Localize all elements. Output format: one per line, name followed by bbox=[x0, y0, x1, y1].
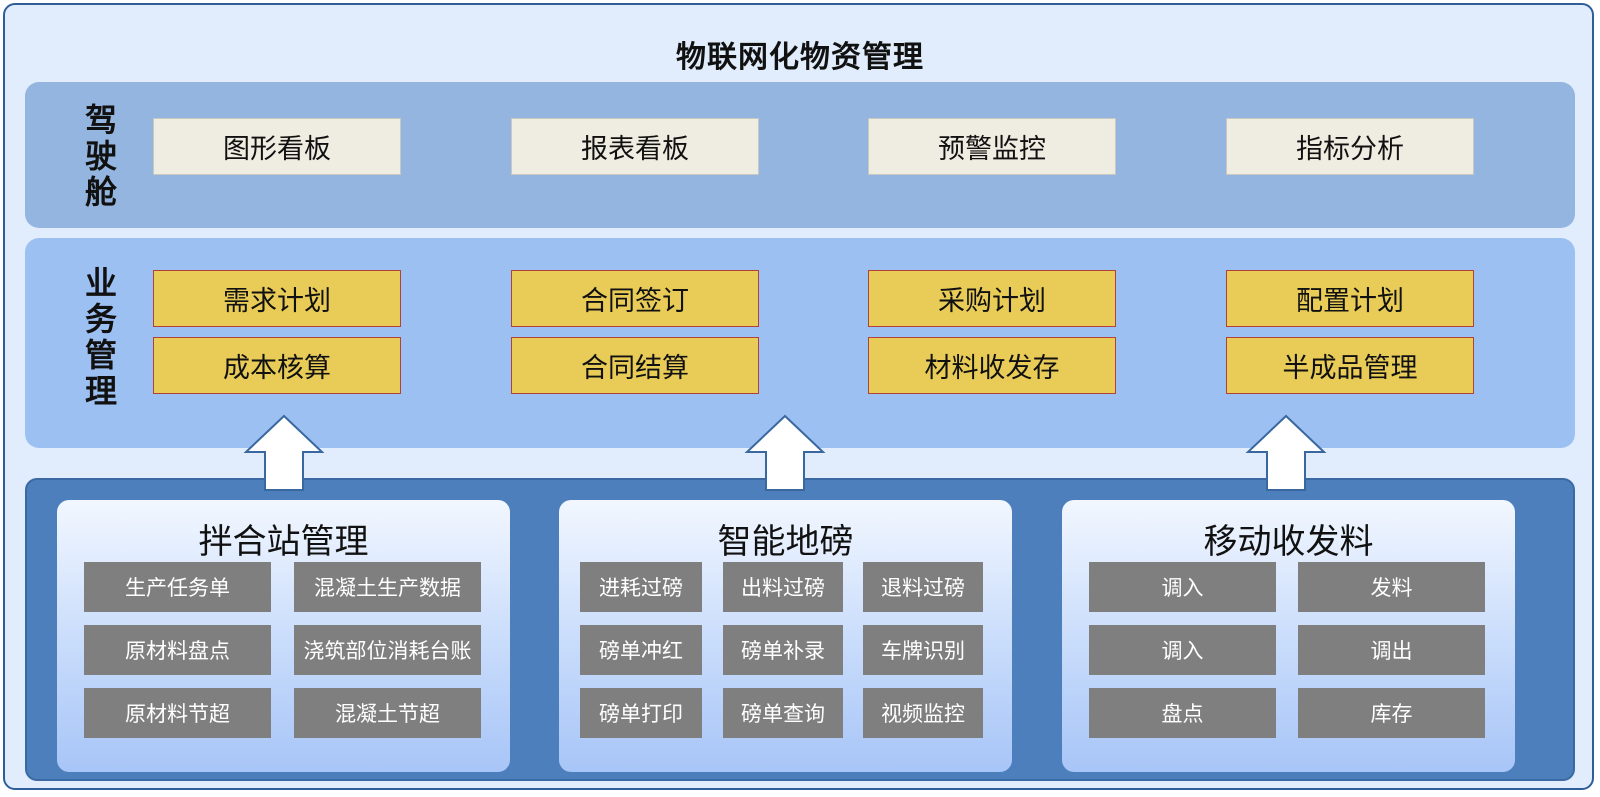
business-label: 业务管理 bbox=[80, 266, 118, 410]
module-item: 调出 bbox=[1298, 625, 1485, 675]
module-item: 车牌识别 bbox=[863, 625, 983, 675]
cockpit-item: 预警监控 bbox=[868, 118, 1116, 175]
module-item: 发料 bbox=[1298, 562, 1485, 612]
module-item: 浇筑部位消耗台账 bbox=[294, 625, 481, 675]
business-item: 需求计划 bbox=[153, 270, 401, 327]
cockpit-label: 驾驶舱 bbox=[80, 103, 118, 211]
module-item: 磅单打印 bbox=[580, 688, 702, 738]
module-item: 混凝土节超 bbox=[294, 688, 481, 738]
business-item: 配置计划 bbox=[1226, 270, 1474, 327]
module-item: 混凝土生产数据 bbox=[294, 562, 481, 612]
business-item: 合同签订 bbox=[511, 270, 759, 327]
module-title: 智能地磅 bbox=[717, 522, 854, 562]
module-title: 拌合站管理 bbox=[198, 522, 369, 562]
module-item: 磅单补录 bbox=[723, 625, 843, 675]
cockpit-item: 图形看板 bbox=[153, 118, 401, 175]
business-item: 合同结算 bbox=[511, 337, 759, 394]
cockpit-item: 报表看板 bbox=[511, 118, 759, 175]
module-item: 出料过磅 bbox=[723, 562, 843, 612]
module-item: 进耗过磅 bbox=[580, 562, 702, 612]
business-item: 成本核算 bbox=[153, 337, 401, 394]
up-arrow-icon bbox=[243, 414, 325, 491]
module-item: 退料过磅 bbox=[863, 562, 983, 612]
cockpit-item: 指标分析 bbox=[1226, 118, 1474, 175]
module-item: 原材料节超 bbox=[84, 688, 271, 738]
module-item: 磅单查询 bbox=[723, 688, 843, 738]
module-item: 视频监控 bbox=[863, 688, 983, 738]
up-arrow-icon bbox=[744, 414, 826, 491]
module-item: 盘点 bbox=[1089, 688, 1276, 738]
diagram-title: 物联网化物资管理 bbox=[676, 40, 924, 75]
module-item: 生产任务单 bbox=[84, 562, 271, 612]
module-item: 调入 bbox=[1089, 562, 1276, 612]
business-item: 半成品管理 bbox=[1226, 337, 1474, 394]
module-item: 原材料盘点 bbox=[84, 625, 271, 675]
module-item: 调入 bbox=[1089, 625, 1276, 675]
module-item: 库存 bbox=[1298, 688, 1485, 738]
business-item: 采购计划 bbox=[868, 270, 1116, 327]
business-item: 材料收发存 bbox=[868, 337, 1116, 394]
up-arrow-icon bbox=[1245, 414, 1327, 491]
module-item: 磅单冲红 bbox=[580, 625, 702, 675]
module-title: 移动收发料 bbox=[1203, 522, 1374, 562]
